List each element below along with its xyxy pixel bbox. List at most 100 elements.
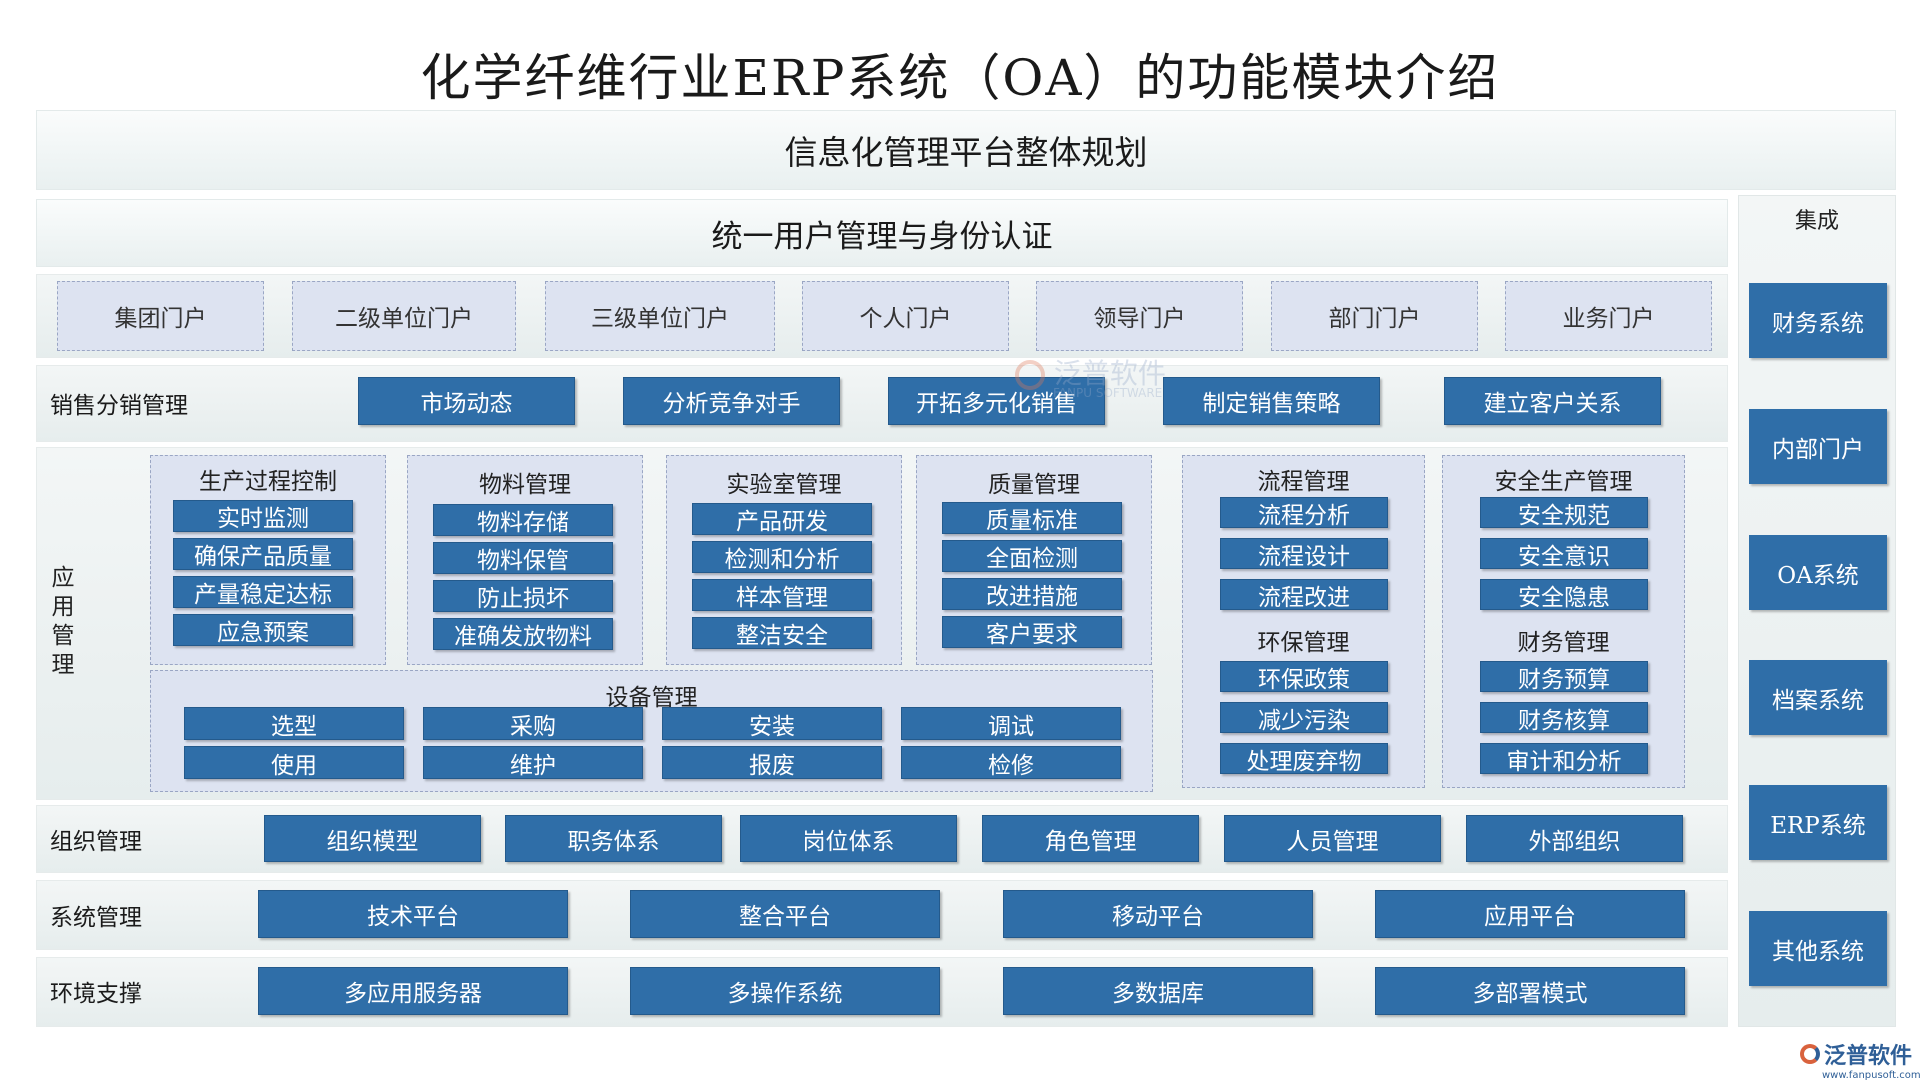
quality-item[interactable]: 全面检测 bbox=[942, 540, 1122, 572]
equipment-item[interactable]: 报废 bbox=[662, 746, 882, 779]
material-item[interactable]: 防止损坏 bbox=[433, 580, 613, 612]
sales-btn-competitor-analysis[interactable]: 分析竞争对手 bbox=[623, 377, 840, 425]
env-support-item[interactable]: 多数据库 bbox=[1003, 967, 1313, 1015]
finance-item[interactable]: 财务预算 bbox=[1480, 661, 1648, 693]
watermark-icon bbox=[1015, 360, 1045, 390]
production-item[interactable]: 产量稳定达标 bbox=[173, 576, 353, 608]
integration-item[interactable]: OA系统 bbox=[1749, 535, 1887, 610]
equipment-item[interactable]: 选型 bbox=[184, 707, 404, 740]
auth-band: 统一用户管理与身份认证 bbox=[36, 199, 1728, 267]
panel-finance-title: 财务管理 bbox=[1517, 630, 1610, 656]
app-label-char: 理 bbox=[51, 652, 75, 678]
portal-third-level[interactable]: 三级单位门户 bbox=[545, 281, 775, 351]
integration-item[interactable]: 其他系统 bbox=[1749, 911, 1887, 986]
app-label-char: 管 bbox=[51, 623, 75, 649]
org-item[interactable]: 岗位体系 bbox=[740, 815, 957, 862]
org-item[interactable]: 角色管理 bbox=[982, 815, 1199, 862]
process-item[interactable]: 流程改进 bbox=[1220, 579, 1388, 611]
material-item[interactable]: 准确发放物料 bbox=[433, 618, 613, 650]
sys-label: 系统管理 bbox=[50, 905, 142, 931]
quality-item[interactable]: 客户要求 bbox=[942, 616, 1122, 648]
page-title: 化学纤维行业ERP系统（OA）的功能模块介绍 bbox=[420, 49, 1500, 107]
process-item[interactable]: 流程设计 bbox=[1220, 538, 1388, 570]
portal-business[interactable]: 业务门户 bbox=[1505, 281, 1712, 351]
material-item[interactable]: 物料保管 bbox=[433, 542, 613, 574]
panel-material-title: 物料管理 bbox=[479, 472, 571, 498]
equipment-item[interactable]: 采购 bbox=[423, 707, 643, 740]
portal-department[interactable]: 部门门户 bbox=[1271, 281, 1478, 351]
env-support-item[interactable]: 多应用服务器 bbox=[258, 967, 568, 1015]
safety-item[interactable]: 安全意识 bbox=[1480, 538, 1648, 570]
auth-band-label: 统一用户管理与身份认证 bbox=[711, 218, 1053, 255]
production-item[interactable]: 确保产品质量 bbox=[173, 538, 353, 570]
logo-url: www.fanpusoft.com bbox=[1822, 1070, 1920, 1080]
org-item[interactable]: 外部组织 bbox=[1466, 815, 1683, 862]
integration-item[interactable]: 档案系统 bbox=[1749, 660, 1887, 735]
app-label-char: 应 bbox=[51, 565, 75, 591]
org-item[interactable]: 人员管理 bbox=[1224, 815, 1441, 862]
integration-item[interactable]: ERP系统 bbox=[1749, 785, 1887, 860]
logo-icon bbox=[1800, 1044, 1820, 1064]
finance-item[interactable]: 财务核算 bbox=[1480, 702, 1648, 734]
lab-item[interactable]: 检测和分析 bbox=[692, 541, 872, 573]
production-item[interactable]: 应急预案 bbox=[173, 614, 353, 646]
org-item[interactable]: 组织模型 bbox=[264, 815, 481, 862]
env-support-item[interactable]: 多部署模式 bbox=[1375, 967, 1685, 1015]
sys-item[interactable]: 技术平台 bbox=[258, 890, 568, 938]
panel-lab-title: 实验室管理 bbox=[726, 472, 842, 498]
equipment-item[interactable]: 安装 bbox=[662, 707, 882, 740]
env-support-item[interactable]: 多操作系统 bbox=[630, 967, 940, 1015]
safety-item[interactable]: 安全隐患 bbox=[1480, 579, 1648, 611]
brand-logo: 泛普软件 www.fanpusoft.com bbox=[1800, 1038, 1920, 1080]
watermark-cn: 泛普软件 bbox=[1053, 357, 1166, 390]
panel-process-title: 流程管理 bbox=[1257, 469, 1350, 495]
panel-equipment-title: 设备管理 bbox=[605, 685, 698, 711]
logo-name: 泛普软件 bbox=[1824, 1044, 1913, 1069]
integration-item[interactable]: 财务系统 bbox=[1749, 283, 1887, 358]
quality-item[interactable]: 改进措施 bbox=[942, 578, 1122, 610]
platform-band-label: 信息化管理平台整体规划 bbox=[784, 133, 1148, 172]
finance-item[interactable]: 审计和分析 bbox=[1480, 743, 1648, 775]
org-label: 组织管理 bbox=[50, 829, 142, 855]
env-item[interactable]: 处理废弃物 bbox=[1220, 743, 1388, 775]
production-item[interactable]: 实时监测 bbox=[173, 500, 353, 532]
sys-item[interactable]: 整合平台 bbox=[630, 890, 940, 938]
portal-group[interactable]: 集团门户 bbox=[57, 281, 264, 351]
material-item[interactable]: 物料存储 bbox=[433, 504, 613, 536]
sales-label: 销售分销管理 bbox=[50, 393, 188, 419]
portal-personal[interactable]: 个人门户 bbox=[802, 281, 1009, 351]
equipment-item[interactable]: 使用 bbox=[184, 746, 404, 779]
env-support-label: 环境支撑 bbox=[50, 981, 142, 1007]
panel-quality-title: 质量管理 bbox=[988, 472, 1080, 498]
safety-item[interactable]: 安全规范 bbox=[1480, 497, 1648, 529]
portal-leader[interactable]: 领导门户 bbox=[1036, 281, 1243, 351]
quality-item[interactable]: 质量标准 bbox=[942, 502, 1122, 534]
lab-item[interactable]: 产品研发 bbox=[692, 503, 872, 535]
equipment-item[interactable]: 维护 bbox=[423, 746, 643, 779]
sales-btn-diversified-sales[interactable]: 开拓多元化销售 bbox=[888, 377, 1105, 425]
integration-item[interactable]: 内部门户 bbox=[1749, 409, 1887, 484]
sales-btn-market-trends[interactable]: 市场动态 bbox=[358, 377, 575, 425]
process-item[interactable]: 流程分析 bbox=[1220, 497, 1388, 529]
org-item[interactable]: 职务体系 bbox=[505, 815, 722, 862]
equipment-item[interactable]: 检修 bbox=[901, 746, 1121, 779]
portal-second-level[interactable]: 二级单位门户 bbox=[292, 281, 516, 351]
platform-band: 信息化管理平台整体规划 bbox=[36, 110, 1896, 190]
app-label: 应 用 管 理 bbox=[48, 564, 78, 680]
equipment-item[interactable]: 调试 bbox=[901, 707, 1121, 740]
sys-item[interactable]: 移动平台 bbox=[1003, 890, 1313, 938]
sales-btn-sales-strategy[interactable]: 制定销售策略 bbox=[1163, 377, 1380, 425]
sys-item[interactable]: 应用平台 bbox=[1375, 890, 1685, 938]
env-item[interactable]: 环保政策 bbox=[1220, 661, 1388, 693]
app-label-char: 用 bbox=[51, 594, 75, 620]
panel-env-title: 环保管理 bbox=[1257, 630, 1350, 656]
panel-production-title: 生产过程控制 bbox=[199, 469, 337, 495]
sales-btn-customer-relations[interactable]: 建立客户关系 bbox=[1444, 377, 1661, 425]
integration-title: 集成 bbox=[1794, 209, 1839, 234]
lab-item[interactable]: 样本管理 bbox=[692, 579, 872, 611]
env-item[interactable]: 减少污染 bbox=[1220, 702, 1388, 734]
watermark-en: FANPU SOFTWARE bbox=[1053, 386, 1163, 400]
watermark: 泛普软件 FANPU SOFTWARE bbox=[1015, 352, 1166, 400]
panel-safety-title: 安全生产管理 bbox=[1494, 469, 1633, 495]
lab-item[interactable]: 整洁安全 bbox=[692, 617, 872, 649]
